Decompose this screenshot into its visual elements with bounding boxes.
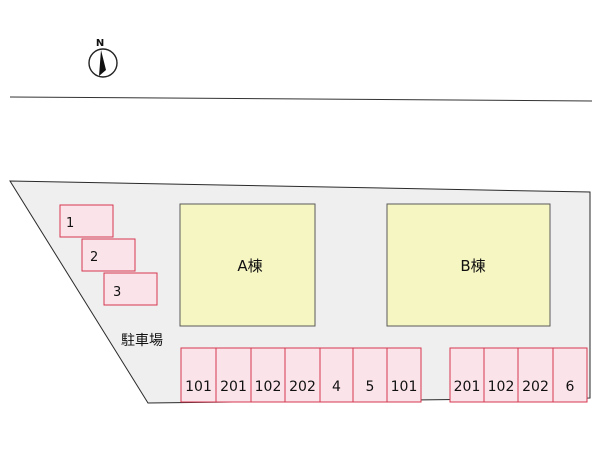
- side-slot-3: 3: [103, 272, 158, 306]
- row-slot: 4: [319, 347, 354, 403]
- side-slot-2: 2: [81, 238, 136, 272]
- side-slot-2-label: 2: [90, 250, 98, 265]
- row-slot: 202: [517, 347, 554, 403]
- building-a-label: A棟: [237, 257, 262, 275]
- north-arrow-icon: N: [88, 38, 118, 78]
- building-b: [386, 203, 551, 327]
- side-slot-3-label: 3: [113, 285, 121, 300]
- row-slot: 201: [449, 347, 485, 403]
- row-slot-label: 6: [566, 379, 575, 395]
- row-slot-label: 5: [366, 379, 375, 395]
- road-line: [9, 96, 593, 102]
- row-slot: 101: [180, 347, 217, 403]
- row-slot-label: 101: [391, 379, 418, 395]
- row-slot-label: 102: [255, 379, 282, 395]
- row-slot-label: 101: [185, 379, 212, 395]
- building-b-label: B棟: [460, 257, 485, 275]
- row-slot: 202: [284, 347, 321, 403]
- side-slot-1: 1: [59, 204, 114, 238]
- side-slot-1-label: 1: [66, 216, 74, 231]
- row-slot: 101: [386, 347, 422, 403]
- row-slot: 102: [483, 347, 519, 403]
- row-slot: 201: [215, 347, 252, 403]
- parking-label: 駐車場: [121, 332, 163, 349]
- row-slot-label: 201: [220, 379, 247, 395]
- row-slot: 6: [552, 347, 588, 403]
- row-slot-label: 102: [488, 379, 515, 395]
- north-label: N: [96, 38, 104, 49]
- row-slot-label: 201: [454, 379, 481, 395]
- row-slot: 5: [352, 347, 388, 403]
- row-slot-label: 202: [522, 379, 549, 395]
- row-slot-label: 202: [289, 379, 316, 395]
- row-slot: 102: [250, 347, 286, 403]
- building-a: [179, 203, 316, 327]
- row-slot-label: 4: [332, 379, 341, 395]
